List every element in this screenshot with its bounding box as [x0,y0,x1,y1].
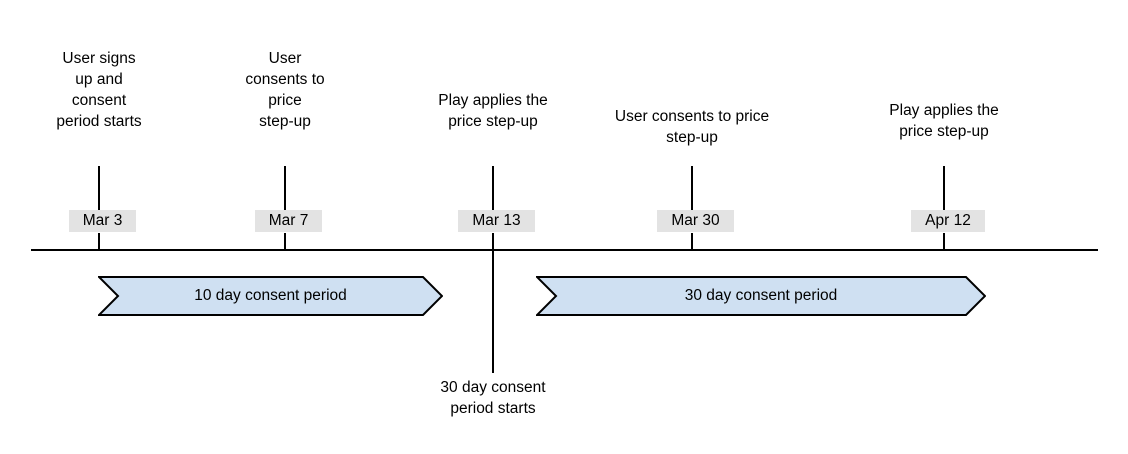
date-chip-stepup-2: Apr 12 [911,210,985,232]
tick-stem-signup [98,166,100,210]
tick-stem-stepup-1 [492,166,494,210]
date-chip-stepup-1: Mar 13 [458,210,535,232]
chevron-band-shape [536,276,986,316]
tick-foot-consent-1 [284,233,286,251]
tick-stem-consent-2 [691,166,693,210]
event-label-stepup-2: Play applies the price step-up [889,102,999,140]
consent-period-band-30-day: 30 day consent period [536,276,986,316]
tick-drop-stepup-1 [492,233,494,373]
timeline-axis [31,249,1098,251]
tick-foot-stepup-2 [943,233,945,251]
consent-period-label-10-day: 10 day consent period [194,287,347,304]
annotation-30-day-period-start: 30 day consent period starts [440,379,546,417]
tick-foot-consent-2 [691,233,693,251]
tick-stem-consent-1 [284,166,286,210]
event-label-consent-2: User consents to price step-up [614,108,770,146]
event-label-consent-1: User consents to price step-up [245,50,325,130]
date-chip-consent-2: Mar 30 [657,210,734,232]
event-label-stepup-1: Play applies the price step-up [438,92,548,130]
tick-stem-stepup-2 [943,166,945,210]
tick-foot-signup [98,233,100,251]
consent-period-band-10-day: 10 day consent period [98,276,443,316]
date-chip-signup: Mar 3 [69,210,136,232]
consent-period-label-30-day: 30 day consent period [684,287,838,304]
chevron-band-shape [98,276,443,316]
date-chip-consent-1: Mar 7 [255,210,322,232]
event-label-signup: User signs up and consent period starts [56,50,142,130]
